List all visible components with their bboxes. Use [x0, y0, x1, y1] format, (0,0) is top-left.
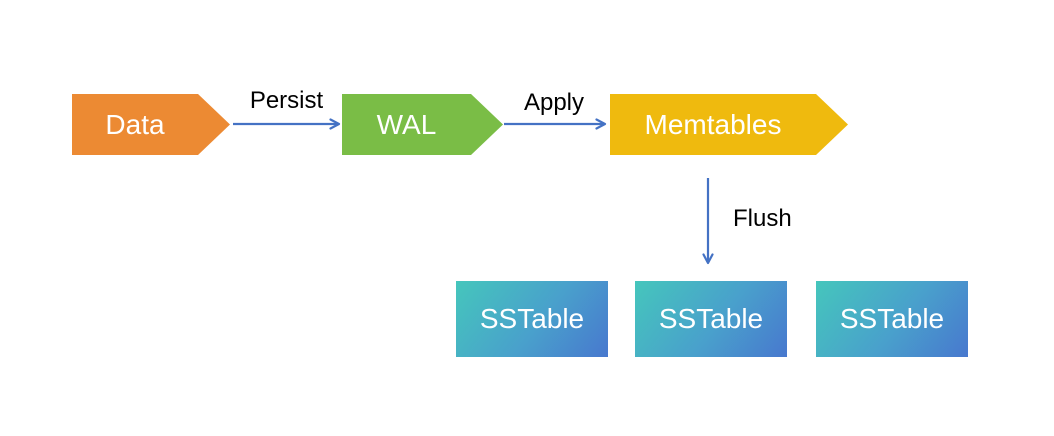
node-sstable-2-label: SSTable	[658, 303, 764, 334]
node-memtables-label: Memtables	[644, 108, 782, 140]
node-wal-label: WAL	[376, 108, 437, 140]
apply-edge-label: Apply	[523, 89, 585, 116]
node-data-label: Data	[105, 108, 165, 140]
node-sstable-3: SSTable	[816, 281, 968, 357]
node-sstable-2: SSTable	[635, 281, 787, 357]
node-wal: WAL	[342, 94, 503, 155]
node-data: Data	[72, 94, 230, 155]
node-memtables: Memtables	[610, 94, 848, 155]
node-sstable-1-label: SSTable	[479, 303, 585, 334]
node-sstable-1: SSTable	[456, 281, 608, 357]
node-sstable-3-label: SSTable	[839, 303, 945, 334]
flush-edge-label: Flush	[733, 205, 792, 232]
persist-edge-label: Persist	[249, 87, 324, 114]
